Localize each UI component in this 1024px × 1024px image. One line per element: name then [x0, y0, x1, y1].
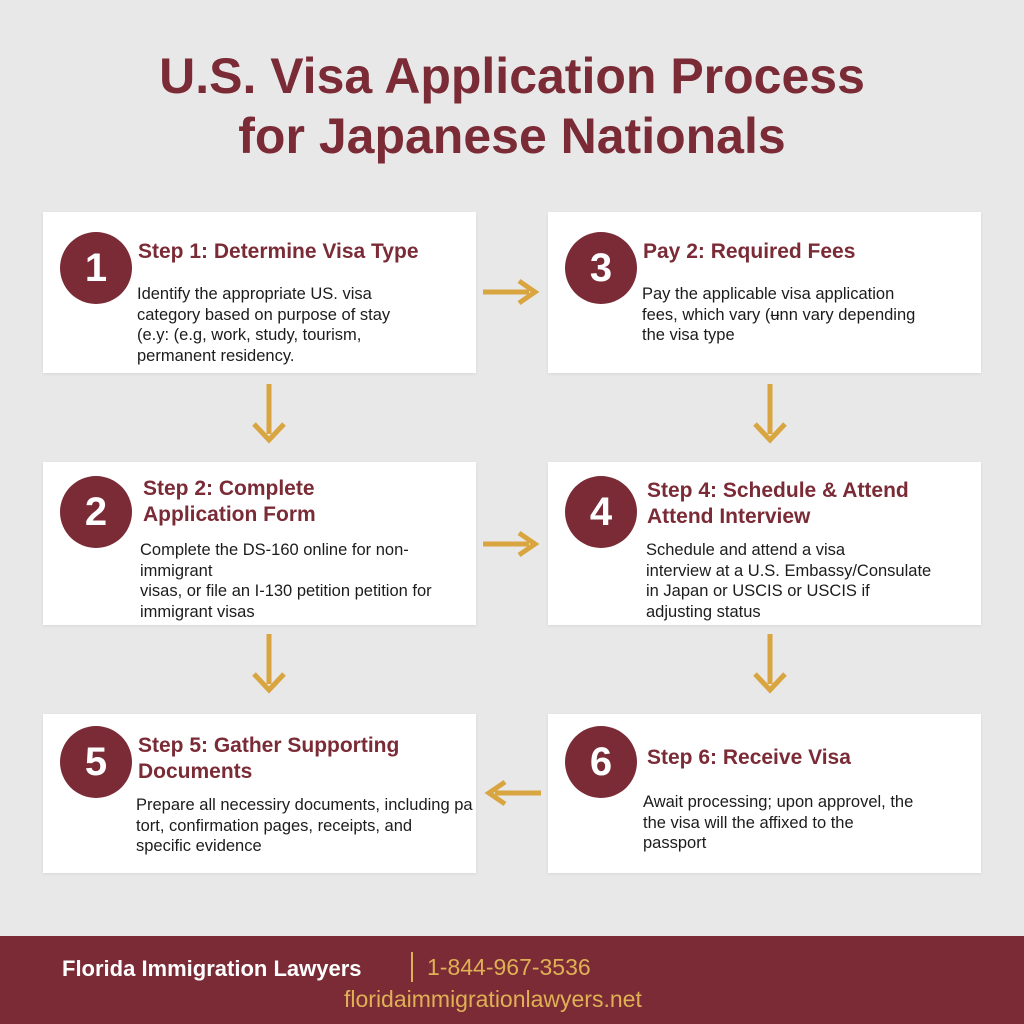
arrow-down-icon	[753, 384, 787, 444]
step-number-badge: 3	[565, 232, 637, 304]
step-number-badge: 1	[60, 232, 132, 304]
step-description: Identify the appropriate US. visa catego…	[137, 285, 391, 365]
step-card-2: 2 Step 2: Complete Application Form Comp…	[43, 462, 476, 625]
footer-phone-number[interactable]: 1-844-967-3536	[427, 954, 591, 980]
step-description: Await processing; upon approvel, the the…	[643, 793, 914, 852]
step-title: Step 1: Determine Visa Type	[138, 240, 419, 263]
arrow-right-icon	[483, 278, 540, 306]
step-number-badge: 6	[565, 726, 637, 798]
step-description: Pay the applicable visa application fees…	[642, 285, 916, 344]
footer-company-name: Florida Immigration Lawyers	[62, 956, 362, 981]
step-title: Step 2: Complete Application Form	[143, 477, 316, 526]
step-title: Step 6: Receive Visa	[647, 746, 851, 769]
step-title: Step 4: Schedule & Attend Attend Intervi…	[647, 479, 909, 528]
step-description: Complete the DS-160 online for non-immig…	[140, 541, 432, 621]
step-title: Pay 2: Required Fees	[643, 240, 856, 263]
footer-website-link[interactable]: floridaimmigrationlawyers.net	[344, 986, 642, 1012]
step-description: Schedule and attend a visa interview at …	[646, 541, 932, 621]
step-number-badge: 5	[60, 726, 132, 798]
page-title-line-1: U.S. Visa Application Process	[159, 48, 865, 104]
arrow-down-icon	[252, 634, 286, 694]
step-description: Prepare all necessiry documents, includi…	[136, 796, 473, 855]
step-card-6: 6 Step 6: Receive Visa Await processing;…	[548, 714, 981, 873]
step-number-badge: 4	[565, 476, 637, 548]
step-title: Step 5: Gather Supporting Documents	[138, 734, 400, 783]
step-card-1: 1 Step 1: Determine Visa Type Identify t…	[43, 212, 476, 373]
arrow-left-icon	[484, 779, 541, 807]
step-card-5: 5 Step 5: Gather Supporting Documents Pr…	[43, 714, 476, 873]
arrow-right-icon	[483, 530, 540, 558]
step-card-3: 3 Pay 2: Required Fees Pay the applicabl…	[548, 212, 981, 373]
footer-bar: Florida Immigration Lawyers 1-844-967-35…	[0, 936, 1024, 1024]
footer-divider	[411, 952, 413, 982]
arrow-down-icon	[753, 634, 787, 694]
page-title: U.S. Visa Application Process for Japane…	[0, 46, 1024, 166]
step-number-badge: 2	[60, 476, 132, 548]
arrow-down-icon	[252, 384, 286, 444]
page-title-line-2: for Japanese Nationals	[238, 108, 786, 164]
step-card-4: 4 Step 4: Schedule & Attend Attend Inter…	[548, 462, 981, 625]
